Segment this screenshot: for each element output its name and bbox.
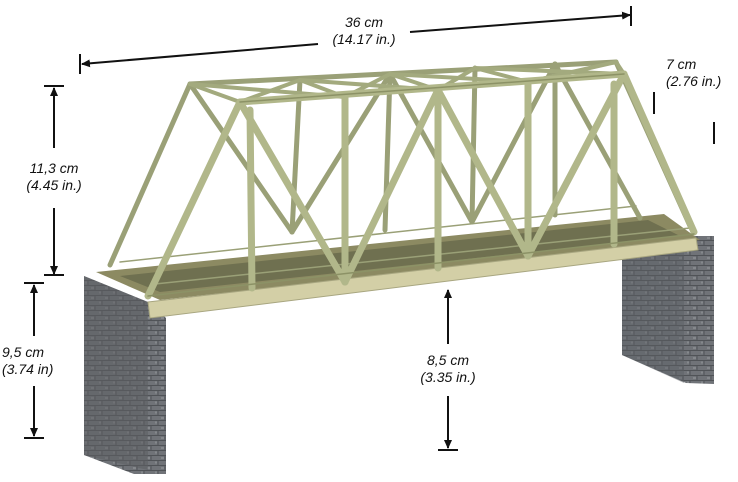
width-label: 7 cm (2.76 in.) bbox=[666, 56, 736, 90]
width-imperial: (2.76 in.) bbox=[666, 73, 722, 89]
clearance-imperial: (3.35 in.) bbox=[420, 369, 476, 385]
truss-structure bbox=[107, 59, 698, 300]
length-imperial: (14.17 in.) bbox=[332, 31, 396, 47]
dimension-arrows bbox=[24, 6, 715, 451]
pier-height-metric: 9,5 cm bbox=[2, 344, 45, 360]
pier-height-label: 9,5 cm (3.74 in) bbox=[2, 344, 72, 378]
truss-height-label: 11,3 cm (4.45 in.) bbox=[18, 160, 90, 194]
right-pier bbox=[622, 236, 714, 384]
clearance-label: 8,5 cm (3.35 in.) bbox=[408, 352, 488, 386]
length-metric: 36 cm bbox=[344, 14, 384, 30]
truss-height-metric: 11,3 cm bbox=[29, 160, 79, 176]
length-arrow-right bbox=[409, 11, 631, 33]
pier-height-imperial: (3.74 in) bbox=[2, 361, 54, 377]
length-label: 36 cm (14.17 in.) bbox=[318, 14, 410, 48]
width-metric: 7 cm bbox=[666, 56, 697, 72]
truss-height-imperial: (4.45 in.) bbox=[26, 177, 82, 193]
bridge-deck bbox=[96, 214, 700, 319]
length-arrow-left bbox=[81, 43, 319, 68]
clearance-metric: 8,5 cm bbox=[426, 352, 469, 368]
left-pier bbox=[84, 276, 166, 474]
